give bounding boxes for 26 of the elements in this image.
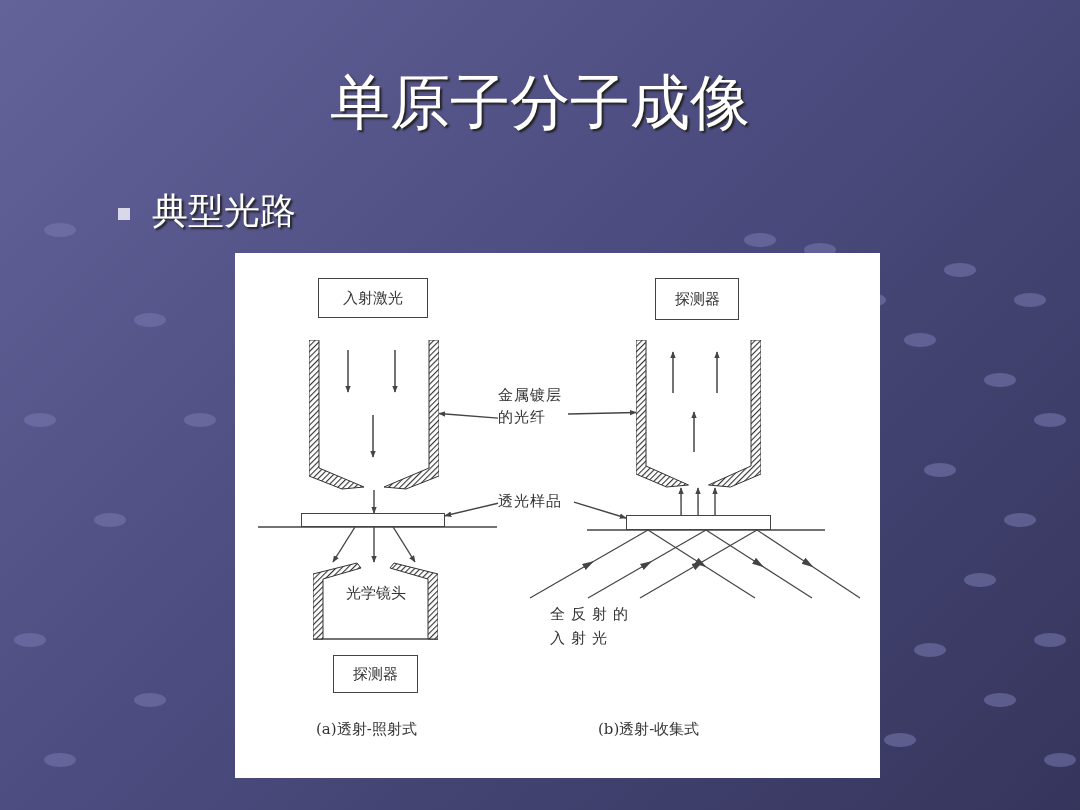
arrow bbox=[392, 526, 416, 563]
sample-slide bbox=[626, 515, 771, 530]
text-box: 探测器 bbox=[333, 655, 418, 693]
sample-slide bbox=[301, 513, 445, 527]
slide-title: 单原子分子成像 bbox=[329, 66, 751, 139]
caption-text: (b)透射-收集式 bbox=[598, 719, 701, 740]
arrow bbox=[678, 487, 684, 516]
annotation-text: 全反射的入射光 bbox=[550, 604, 635, 649]
text-box: 探测器 bbox=[655, 278, 739, 320]
caption-text: (a)透射-照射式 bbox=[316, 719, 418, 740]
leader-arrow bbox=[438, 411, 499, 419]
callout-text: 金属镀层的光纤 bbox=[498, 384, 568, 432]
leader-arrow bbox=[573, 501, 627, 519]
callout-text: 透光样品 bbox=[498, 490, 574, 512]
optical-fiber bbox=[636, 340, 761, 488]
leader-arrow bbox=[444, 502, 499, 518]
lens-housing: 光学镜头 bbox=[313, 562, 438, 640]
leader-arrow bbox=[567, 409, 637, 416]
arrow bbox=[371, 489, 377, 514]
arrow bbox=[371, 526, 377, 563]
arrow bbox=[712, 487, 718, 516]
optical-fiber bbox=[309, 340, 439, 490]
arrow bbox=[695, 487, 701, 516]
arrow bbox=[332, 526, 356, 563]
bullet-text: 典型光路 bbox=[152, 189, 297, 233]
text-box: 入射激光 bbox=[318, 278, 428, 318]
